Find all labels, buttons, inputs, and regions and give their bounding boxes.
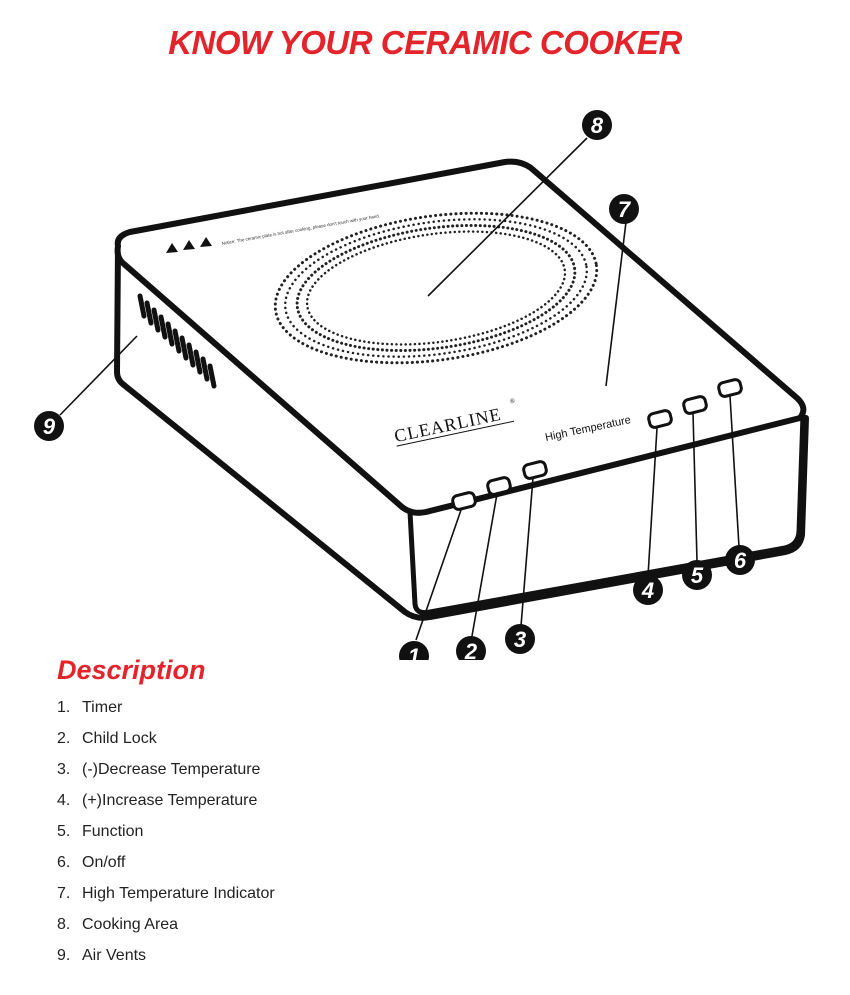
control-buttons xyxy=(451,378,743,511)
svg-text:8: 8 xyxy=(591,113,604,138)
svg-text:1: 1 xyxy=(408,644,420,660)
description-heading: Description xyxy=(57,655,206,685)
list-item: 2. Child Lock xyxy=(57,729,275,760)
item-number: 9. xyxy=(57,947,71,964)
increase-temperature-button[interactable] xyxy=(647,409,673,429)
item-text: On/off xyxy=(82,854,126,871)
item-number: 5. xyxy=(57,823,71,840)
item-text: Timer xyxy=(82,699,123,716)
callout-3: 3 xyxy=(505,624,535,654)
leader-lines xyxy=(59,137,740,641)
page-title: KNOW YOUR CERAMIC COOKER xyxy=(168,24,682,61)
callout-5: 5 xyxy=(682,560,712,590)
child-lock-button[interactable] xyxy=(486,476,512,496)
callout-8: 8 xyxy=(582,110,612,140)
item-number: 7. xyxy=(57,885,71,902)
item-text: (+)Increase Temperature xyxy=(82,792,258,809)
svg-text:4: 4 xyxy=(641,578,654,603)
list-item: 4. (+)Increase Temperature xyxy=(57,791,275,822)
svg-text:3: 3 xyxy=(514,627,526,652)
warning-icon xyxy=(183,240,195,250)
air-vents xyxy=(137,293,217,389)
callout-9: 9 xyxy=(34,411,64,441)
svg-text:5: 5 xyxy=(691,563,704,588)
list-item: 3. (-)Decrease Temperature xyxy=(57,760,275,791)
item-text: High Temperature Indicator xyxy=(82,885,275,902)
svg-text:7: 7 xyxy=(618,197,632,222)
item-text: (-)Decrease Temperature xyxy=(82,761,261,778)
item-text: Function xyxy=(82,823,144,840)
callout-6: 6 xyxy=(725,545,755,575)
timer-button[interactable] xyxy=(451,491,477,511)
svg-text:9: 9 xyxy=(43,414,56,439)
item-number: 8. xyxy=(57,916,71,933)
warning-icon xyxy=(166,243,178,253)
warning-icon xyxy=(200,237,212,247)
list-item: 6. On/off xyxy=(57,853,275,884)
item-number: 1. xyxy=(57,699,71,716)
list-item: 9. Air Vents xyxy=(57,946,275,977)
brand-mark: ® xyxy=(509,396,517,405)
callout-4: 4 xyxy=(633,575,663,605)
item-text: Cooking Area xyxy=(82,916,179,933)
item-number: 6. xyxy=(57,854,71,871)
callout-2: 2 xyxy=(456,636,486,660)
svg-text:2: 2 xyxy=(464,639,478,660)
item-number: 3. xyxy=(57,761,71,778)
cooker-diagram: Notice: The ceramic plate is hot after c… xyxy=(34,110,809,660)
callout-7: 7 xyxy=(609,194,639,224)
item-text: Child Lock xyxy=(82,730,157,747)
decrease-temperature-button[interactable] xyxy=(522,460,548,480)
callout-1: 1 xyxy=(399,641,429,660)
cooker-body xyxy=(114,158,809,621)
list-item: 8. Cooking Area xyxy=(57,915,275,946)
list-item: 1. Timer xyxy=(57,698,275,729)
list-item: 7. High Temperature Indicator xyxy=(57,884,275,915)
item-text: Air Vents xyxy=(82,947,147,964)
description-list: 1. Timer 2. Child Lock 3. (-)Decrease Tempe… xyxy=(57,698,275,977)
function-button[interactable] xyxy=(682,395,708,415)
item-number: 4. xyxy=(57,792,71,809)
svg-text:6: 6 xyxy=(734,548,747,573)
cooking-area xyxy=(273,211,599,365)
list-item: 5. Function xyxy=(57,822,275,853)
item-number: 2. xyxy=(57,730,71,747)
on-off-button[interactable] xyxy=(717,378,743,398)
